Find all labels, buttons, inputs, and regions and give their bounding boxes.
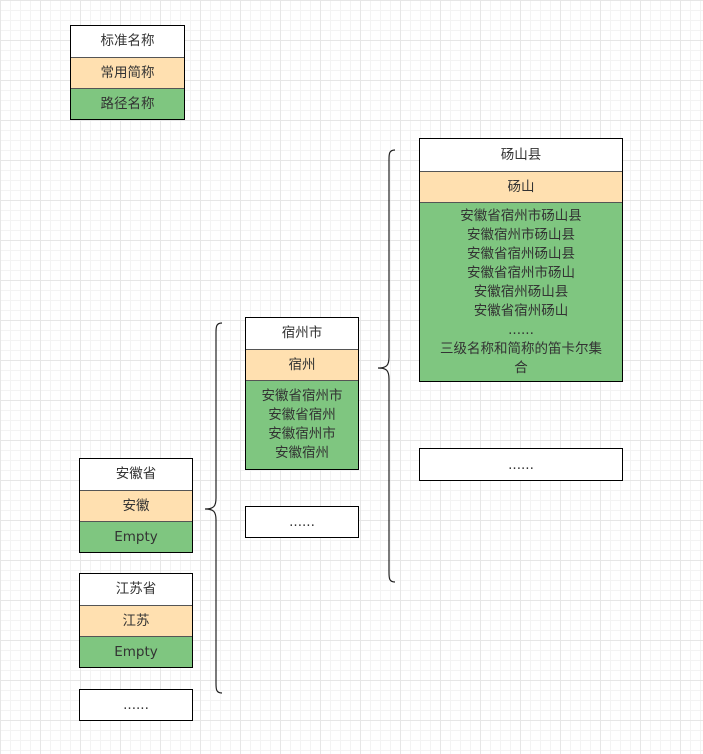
county-path-item: 安徽宿州市砀山县 <box>467 226 575 243</box>
province-name: 安徽省 <box>80 459 192 490</box>
county-name: 砀山县 <box>420 139 622 171</box>
county-path-item: ...... <box>508 321 534 338</box>
province-abbr: 江苏 <box>80 605 192 636</box>
city-to-county-brace <box>377 149 396 583</box>
city-card-suzhou: 宿州市 宿州 安徽省宿州市 安徽省宿州 安徽宿州市 安徽宿州 <box>245 317 359 470</box>
city-more-box: ...... <box>245 506 359 538</box>
county-paths: 安徽省宿州市砀山县 安徽宿州市砀山县 安徽省宿州砀山县 安徽省宿州市砀山 安徽宿… <box>420 202 622 381</box>
county-path-item: 安徽省宿州市砀山县 <box>460 207 582 224</box>
province-path: Empty <box>80 521 192 552</box>
legend-card: 标准名称 常用简称 路径名称 <box>70 25 185 120</box>
city-path-item: 安徽宿州市 <box>268 426 336 442</box>
county-path-item: 三级名称和简称的笛卡尔集 <box>440 340 602 357</box>
county-path-item: 安徽宿州砀山县 <box>473 283 569 300</box>
province-more-box: ...... <box>79 689 193 721</box>
city-path-item: 安徽省宿州 <box>268 407 336 423</box>
county-path-item: 安徽省宿州市砀山 <box>467 264 575 281</box>
county-path-item: 合 <box>514 359 528 376</box>
county-abbr: 砀山 <box>420 171 622 202</box>
city-path-item: 安徽宿州 <box>275 445 329 461</box>
province-card-anhui: 安徽省 安徽 Empty <box>79 458 193 553</box>
county-path-item: 安徽省宿州砀山县 <box>467 245 575 262</box>
city-paths: 安徽省宿州市 安徽省宿州 安徽宿州市 安徽宿州 <box>246 380 358 469</box>
legend-path-name: 路径名称 <box>71 88 184 119</box>
county-card-dangshan: 砀山县 砀山 安徽省宿州市砀山县 安徽宿州市砀山县 安徽省宿州砀山县 安徽省宿州… <box>419 138 623 382</box>
county-more-box: ...... <box>419 448 623 481</box>
legend-common-abbr: 常用简称 <box>71 57 184 88</box>
county-path-item: 安徽省宿州砀山 <box>473 302 569 319</box>
province-path: Empty <box>80 636 192 667</box>
province-card-jiangsu: 江苏省 江苏 Empty <box>79 573 193 668</box>
province-to-city-brace <box>204 322 223 694</box>
city-abbr: 宿州 <box>246 349 358 380</box>
city-path-item: 安徽省宿州市 <box>261 388 343 404</box>
province-name: 江苏省 <box>80 574 192 605</box>
province-abbr: 安徽 <box>80 490 192 521</box>
city-name: 宿州市 <box>246 318 358 349</box>
legend-standard-name: 标准名称 <box>71 26 184 57</box>
